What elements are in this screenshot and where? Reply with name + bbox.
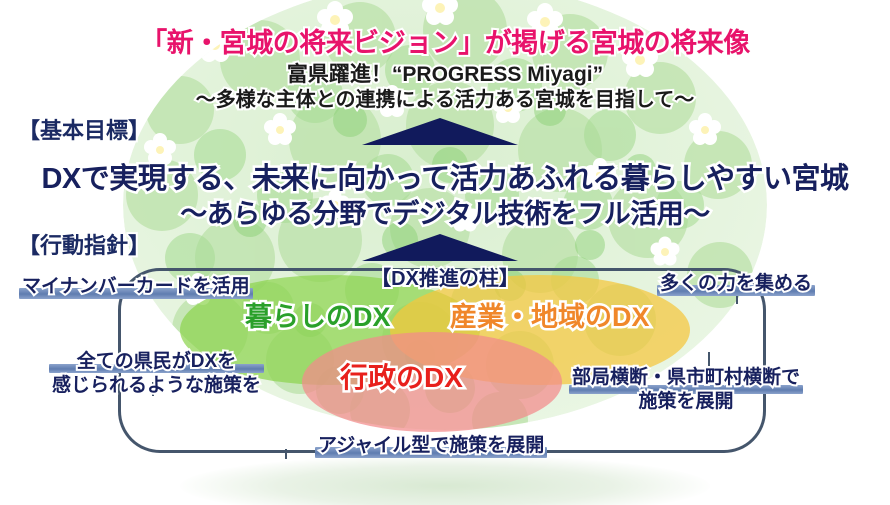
connector-agile: [285, 449, 287, 459]
tree-ground-shadow: [180, 455, 710, 505]
pillar-heading: 【DX推進の柱】: [369, 266, 521, 292]
callout-mynumber-line-1: マイナンバーカードを活用: [19, 274, 253, 300]
subtitle-progress-miyagi: 富県躍進！“PROGRESS Miyagi”: [285, 61, 605, 88]
upward-arrow-bottom: [362, 234, 518, 261]
callout-chikara-line-1: 多くの力を集める: [656, 271, 816, 297]
callout-agile-deployment: アジャイル型で施策を展開: [314, 433, 548, 459]
section-label-basic-goal: 【基本目標】: [16, 116, 152, 145]
callout-mynumber-card: マイナンバーカードを活用: [19, 274, 253, 300]
section-label-action-policy: 【行動指針】: [16, 231, 152, 260]
callout-all-residents: 全ての県民がDXを 感じられるような施策を: [48, 349, 265, 399]
callout-agile-line-1: アジャイル型で施策を展開: [314, 433, 548, 459]
venn-ellipse-gyosei: [302, 332, 562, 432]
callout-oudan-line-1: 部局横断・県市町村横断で: [568, 365, 804, 395]
callout-cross-department: 部局横断・県市町村横断で 施策を展開: [568, 365, 804, 415]
callout-kenmin-line-2: 感じられるような施策を: [50, 373, 263, 398]
connector-kenmin: [152, 382, 154, 396]
venn-label-gyosei: 行政のDX: [338, 359, 466, 395]
callout-oudan-line-2: 施策を展開: [636, 389, 735, 414]
connector-oudan: [708, 352, 710, 366]
venn-label-sangyo: 産業・地域のDX: [448, 299, 653, 334]
page-title: 「新・宮城の将来ビジョン」が掲げる宮城の将来像: [138, 26, 752, 60]
subtitle-tagline: 〜多様な主体との連携による活力ある宮城を目指して〜: [194, 87, 697, 113]
venn-label-kurashi: 暮らしのDX: [243, 299, 393, 334]
headline-line-1: DXで実現する、未来に向かって活力あふれる暮らしやすい宮城: [39, 160, 852, 197]
upward-arrow-top: [362, 118, 518, 145]
connector-chikara: [736, 290, 738, 304]
callout-kenmin-line-1: 全ての県民がDXを: [48, 349, 265, 374]
headline-line-2: 〜あらゆる分野でデジタル技術をフル活用〜: [178, 196, 713, 231]
callout-gather-power: 多くの力を集める: [656, 271, 816, 297]
